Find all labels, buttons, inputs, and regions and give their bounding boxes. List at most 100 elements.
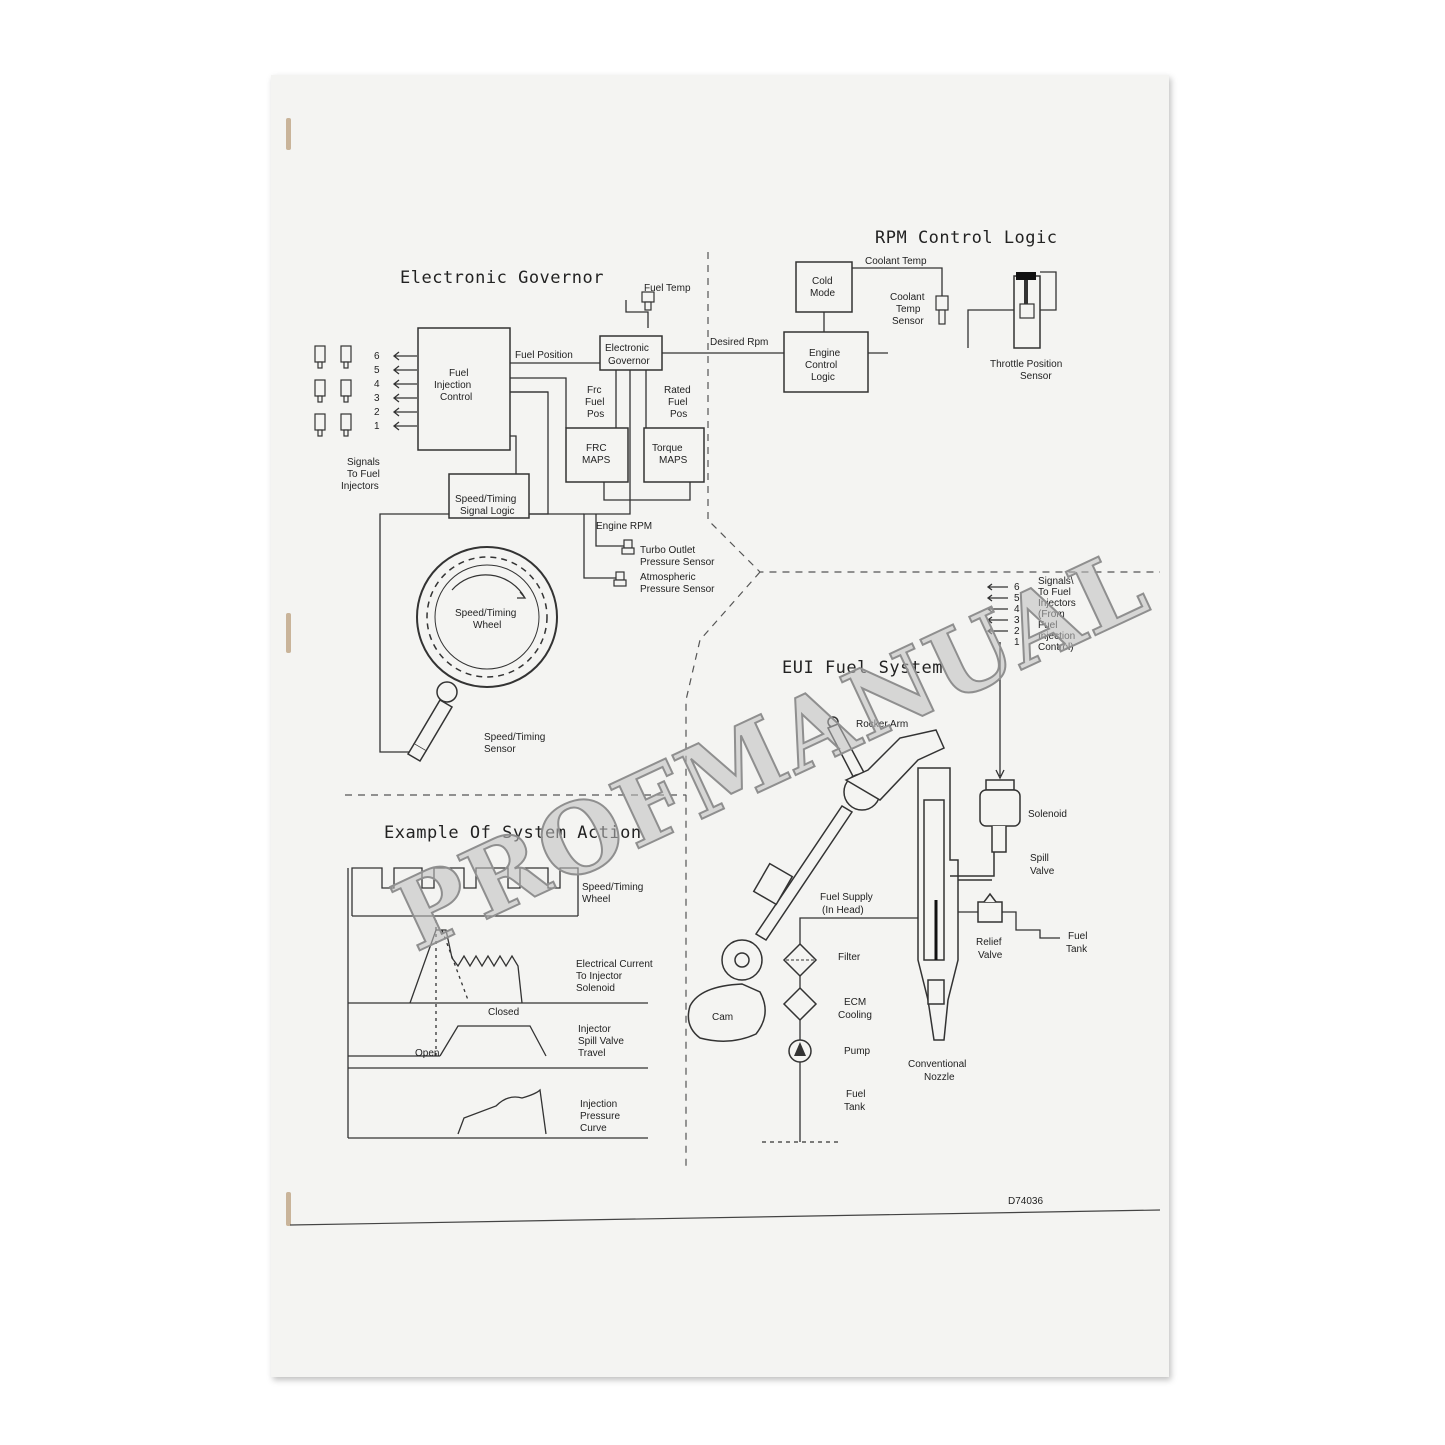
eui-signals-text: Injection xyxy=(1038,631,1075,642)
spill-valve-label: Valve xyxy=(1030,866,1055,877)
eui-signals-text: Fuel xyxy=(1038,620,1057,631)
fuel-tank-right-label: Fuel xyxy=(1068,931,1087,942)
footer-rule xyxy=(289,1209,1161,1226)
action-wheel-label: Speed/Timing xyxy=(582,882,643,893)
rocker-arm-assembly xyxy=(721,716,945,981)
eui-signals-text: Control) xyxy=(1038,642,1074,653)
engine-control-logic-label: Control xyxy=(805,360,837,371)
conventional-nozzle-label: Conventional xyxy=(908,1059,966,1070)
engine-control-logic-box xyxy=(783,331,869,393)
coolant-temp-sensor-icon xyxy=(935,295,949,325)
speed-timing-sensor-label: Speed/Timing xyxy=(484,732,545,743)
pressure-curve-label: Pressure xyxy=(580,1111,620,1122)
torque-maps-label: MAPS xyxy=(659,455,688,466)
staple-middle xyxy=(286,613,291,653)
signals-to-injectors-label: Signals xyxy=(347,457,380,468)
figure-id: D74036 xyxy=(1008,1196,1043,1207)
eui-signals-text: Signals\ xyxy=(1038,576,1074,587)
injector-number: 5 xyxy=(1014,593,1020,604)
electronic-governor-box-label: Electronic xyxy=(605,343,649,354)
heading-electronic-governor: Electronic Governor xyxy=(400,268,604,288)
staple-bottom xyxy=(286,1192,291,1226)
injector-number: 4 xyxy=(374,379,380,390)
rpm-section: Cold Mode Coolant Temp Coolant Temp Sens… xyxy=(710,256,1062,393)
throttle-position-sensor-label: Throttle Position xyxy=(990,359,1062,370)
injector-number: 1 xyxy=(374,421,380,432)
rpm-wires xyxy=(823,267,1057,354)
frc-maps-label: FRC xyxy=(586,443,607,454)
frc-maps-box xyxy=(565,427,629,483)
fuel-tank-left-label: Tank xyxy=(844,1102,866,1113)
filter-symbol xyxy=(782,942,818,978)
pressure-curve-label: Curve xyxy=(580,1123,607,1134)
injector-number: 2 xyxy=(1014,626,1020,637)
signals-to-injectors-label: To Fuel xyxy=(347,469,380,480)
spill-valve-travel-trace xyxy=(439,1025,547,1057)
injector-number: 5 xyxy=(374,365,380,376)
solenoid-label: Solenoid xyxy=(1028,809,1067,820)
torque-maps-label: Torque xyxy=(652,443,683,454)
cold-mode-label: Cold xyxy=(812,276,833,287)
governor-section: 6 5 4 3 2 1 Signals To Fuel Injectors Fu… xyxy=(314,283,784,763)
fuel-supply-label: Fuel Supply xyxy=(820,892,873,903)
heading-rpm-control-logic: RPM Control Logic xyxy=(875,228,1058,248)
cold-mode-box xyxy=(795,261,853,313)
injector-number: 4 xyxy=(1014,604,1020,615)
desired-rpm-label: Desired Rpm xyxy=(710,337,768,348)
staple-top xyxy=(286,118,291,150)
injector-number: 3 xyxy=(1014,615,1020,626)
throttle-position-sensor-label: Sensor xyxy=(1020,371,1052,382)
coolant-temp-sensor-label: Temp xyxy=(896,304,921,315)
heading-example-of-system-action: Example Of System Action xyxy=(384,823,642,843)
speed-timing-wheel xyxy=(416,546,558,688)
eui-signal-arrows xyxy=(986,583,1008,780)
turbo-outlet-sensor-label: Pressure Sensor xyxy=(640,557,715,568)
rated-fuel-pos-label: Pos xyxy=(670,409,687,420)
open-label: Open xyxy=(415,1048,439,1059)
fuel-injection-control-label: Control xyxy=(440,392,472,403)
closed-label: Closed xyxy=(488,1007,519,1018)
fuel-injection-control-label: Fuel xyxy=(449,368,468,379)
eui-signals-text: (From xyxy=(1038,609,1065,620)
speed-timing-signal-logic-box xyxy=(448,473,530,519)
relief-valve-symbol xyxy=(977,892,1003,923)
throttle-position-sensor-icon xyxy=(1013,272,1041,349)
coolant-temp-label: Coolant Temp xyxy=(865,256,927,267)
action-wheel-label: Wheel xyxy=(582,894,610,905)
signals-to-injectors-label: Injectors xyxy=(341,481,379,492)
pump-label: Pump xyxy=(844,1046,871,1057)
speed-timing-signal-logic-label: Speed/Timing xyxy=(455,494,516,505)
cold-mode-label: Mode xyxy=(810,288,835,299)
system-action-section: Speed/Timing Wheel Electrical Current To… xyxy=(347,867,653,1139)
injector-number: 1 xyxy=(1014,637,1020,648)
injection-pressure-trace xyxy=(457,1088,547,1135)
electronic-governor-box-label: Governor xyxy=(608,356,650,367)
injector-number: 3 xyxy=(374,393,380,404)
fuel-tank-left-label: Fuel xyxy=(846,1089,865,1100)
torque-maps-box xyxy=(643,427,705,483)
fuel-temp-sensor xyxy=(641,291,655,311)
rated-fuel-pos-label: Rated xyxy=(664,385,691,396)
coolant-temp-sensor-label: Coolant xyxy=(890,292,925,303)
injector-number: 2 xyxy=(374,407,380,418)
relief-valve-label: Valve xyxy=(978,950,1003,961)
spill-valve-travel-label: Travel xyxy=(578,1048,605,1059)
unit-injector-body xyxy=(917,767,995,1041)
spill-valve-travel-label: Injector xyxy=(578,1024,611,1035)
speed-timing-wheel-label: Speed/Timing xyxy=(455,608,516,619)
speed-timing-wheel-label: Wheel xyxy=(473,620,501,631)
solenoid-icon xyxy=(979,779,1021,853)
injector-icons xyxy=(314,345,352,437)
engine-rpm-label: Engine RPM xyxy=(596,521,652,532)
atmospheric-sensor-label: Atmospheric xyxy=(640,572,696,583)
conventional-nozzle-label: Nozzle xyxy=(924,1072,955,1083)
injector-number: 6 xyxy=(374,351,380,362)
speed-timing-sensor-label: Sensor xyxy=(484,744,516,755)
injector-number: 6 xyxy=(1014,582,1020,593)
pressure-sensor-icons xyxy=(613,539,635,587)
electrical-current-label: Electrical Current xyxy=(576,959,653,970)
electrical-current-label: To Injector xyxy=(576,971,623,982)
fuel-circuit-lines xyxy=(762,911,1060,1143)
ecm-cooling-label: ECM xyxy=(844,997,866,1008)
fuel-tank-right-label: Tank xyxy=(1066,944,1088,955)
